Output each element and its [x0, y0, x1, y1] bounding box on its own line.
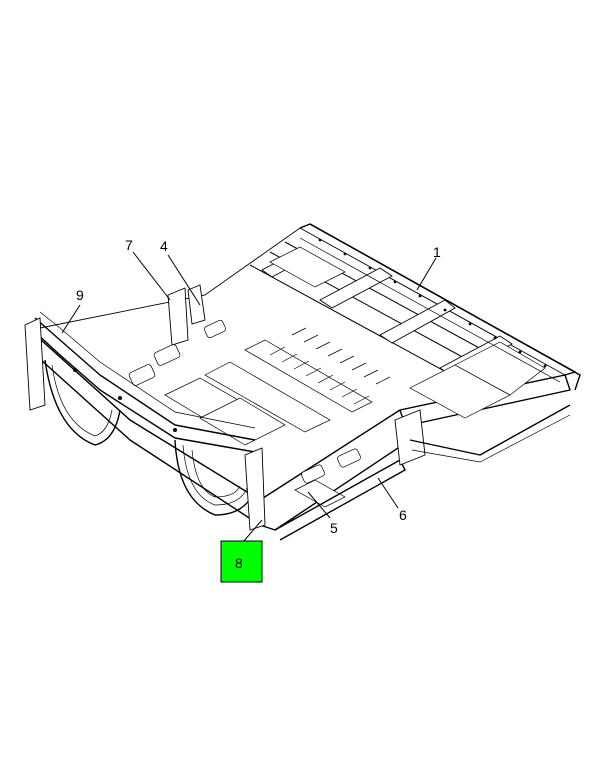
rear-frame [249, 223, 581, 419]
callout-7: 7 [125, 237, 133, 253]
pillar-bracket [167, 284, 206, 346]
callout-8-highlight[interactable]: 8 [220, 540, 263, 583]
leader-5 [307, 491, 331, 519]
highlight-box[interactable] [220, 540, 263, 583]
callout-6: 6 [399, 507, 407, 523]
callout-1: 1 [433, 244, 441, 260]
left-wheelhouse [24, 317, 121, 446]
callout-5: 5 [330, 520, 338, 536]
callout-4: 4 [160, 238, 168, 254]
leader-9 [61, 304, 81, 334]
side-rail [274, 404, 571, 541]
leader-4 [167, 254, 201, 306]
callout-labels: 1 4 5 6 7 9 [76, 237, 441, 536]
leader-lines [61, 251, 437, 543]
callout-8: 8 [235, 555, 243, 571]
frame-bolt-holes [318, 238, 547, 368]
right-wheelhouse [174, 439, 266, 531]
floor-ribs [128, 319, 391, 508]
leader-7 [132, 251, 171, 301]
leader-6 [377, 477, 399, 509]
front-crossbar [34, 311, 256, 453]
callout-9: 9 [76, 287, 84, 303]
leader-8 [242, 519, 263, 543]
leader-1 [416, 257, 437, 291]
